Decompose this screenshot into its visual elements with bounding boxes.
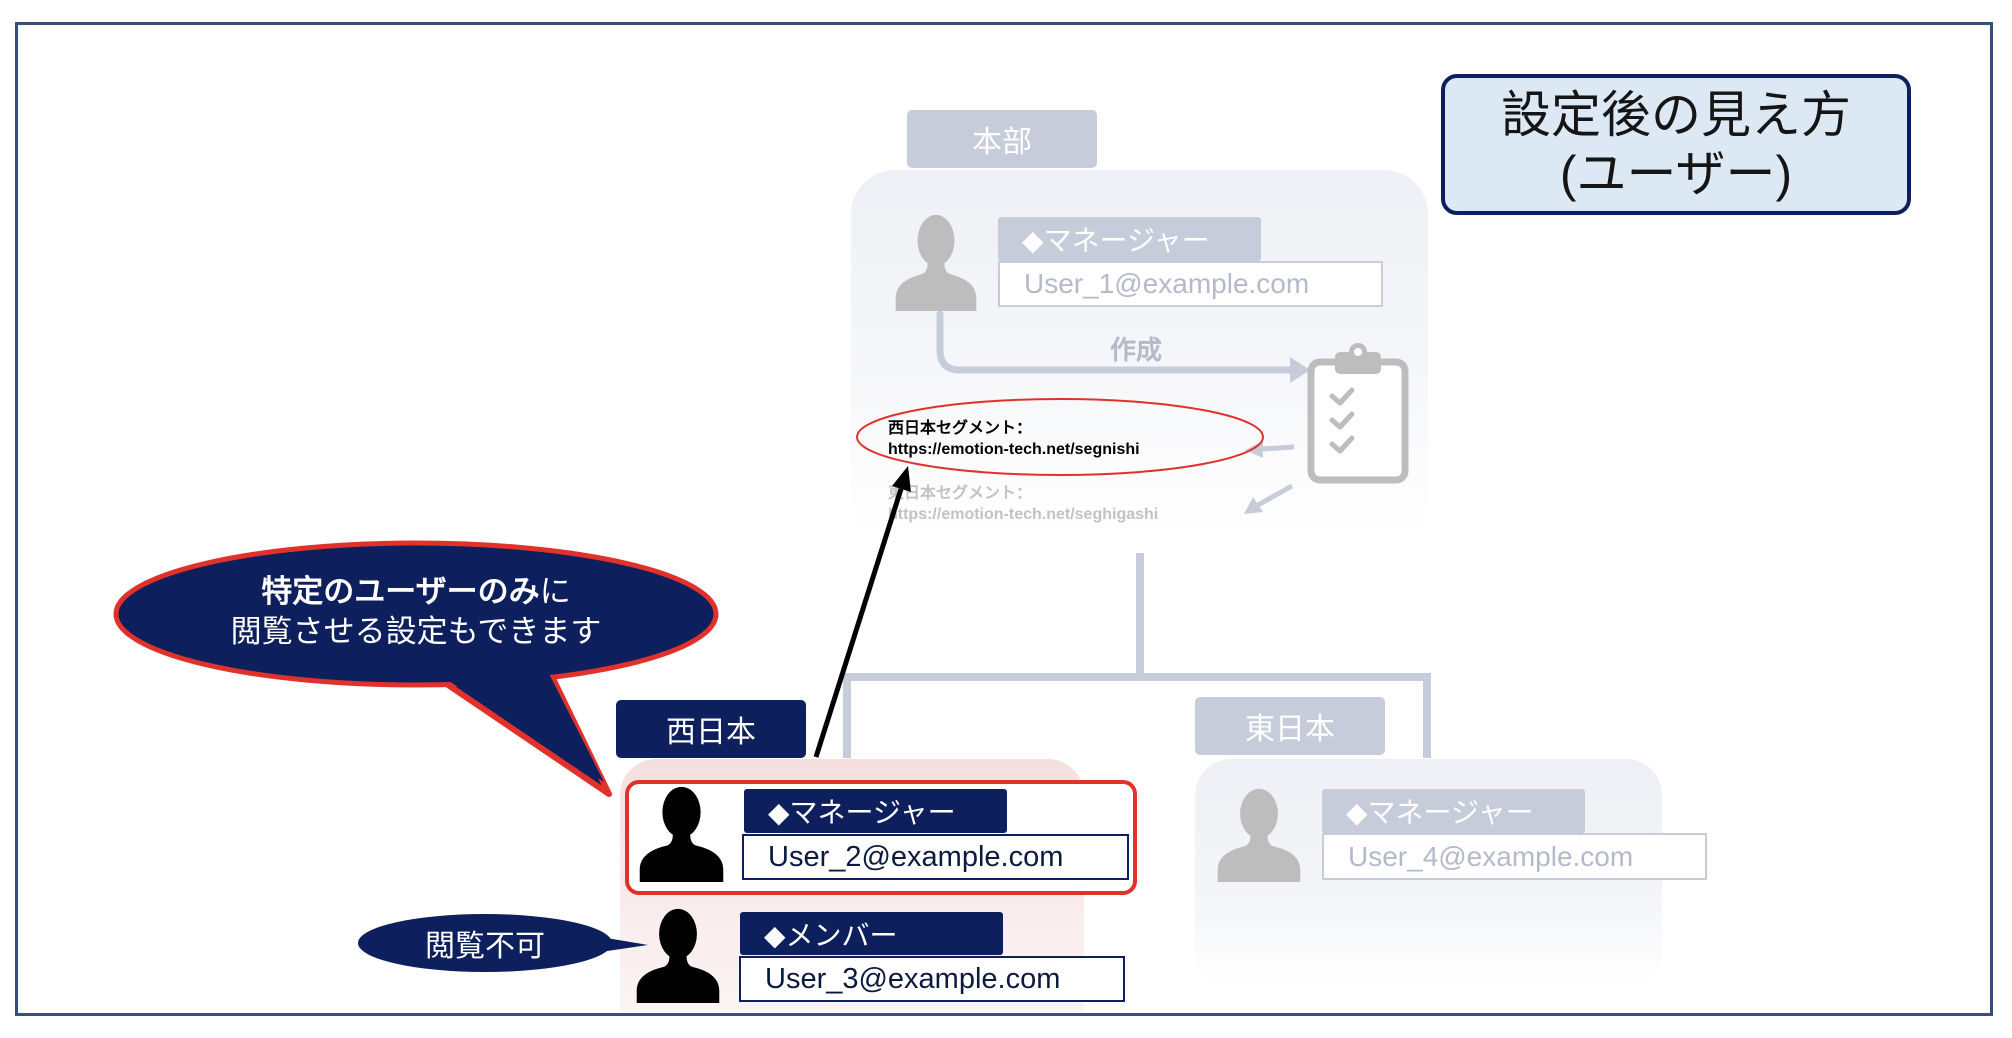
west-member-email: User_3@example.com <box>739 956 1125 1002</box>
visibility-callout-line-1: 特定のユーザーのみに <box>136 572 696 612</box>
person-icon <box>635 908 721 1003</box>
visibility-callout-text: 特定のユーザーのみに 閲覧させる設定もできます <box>136 572 696 652</box>
person-icon <box>1216 788 1302 882</box>
slide-frame <box>15 22 1993 1016</box>
segment-east-url: https://emotion-tech.net/seghigashi <box>888 506 1159 523</box>
east-manager-role: ◆マネージャー <box>1322 789 1585 833</box>
east-manager-email: User_4@example.com <box>1322 833 1707 880</box>
segment-east: 東日本セグメント： https://emotion-tech.net/seghi… <box>888 483 1158 525</box>
title-box: 設定後の見え方 (ユーザー) <box>1441 74 1911 215</box>
east-label: 東日本 <box>1195 697 1385 755</box>
person-icon <box>638 786 725 882</box>
person-icon <box>894 214 978 311</box>
west-label: 西日本 <box>616 700 806 758</box>
visibility-callout-line-2: 閲覧させる設定もできます <box>230 614 602 649</box>
title-line-1: 設定後の見え方 <box>1501 86 1851 143</box>
segment-east-name: 東日本セグメント： <box>888 485 1033 502</box>
west-manager-email: User_2@example.com <box>742 834 1129 880</box>
segment-west-name: 西日本セグメント： <box>888 420 1033 437</box>
title-line-2: (ユーザー) <box>1559 145 1793 202</box>
hq-manager-role: ◆マネージャー <box>998 217 1261 261</box>
segment-west: 西日本セグメント： https://emotion-tech.net/segni… <box>888 418 1140 460</box>
no-access-label: 閲覧不可 <box>425 930 545 963</box>
hq-manager-email: User_1@example.com <box>998 261 1383 307</box>
visibility-callout-particle: に <box>539 574 571 609</box>
west-manager-role: ◆マネージャー <box>744 789 1007 833</box>
create-label: 作成 <box>1109 335 1162 365</box>
west-member-role: ◆メンバー <box>740 912 1003 955</box>
hq-label: 本部 <box>907 110 1097 168</box>
visibility-callout-emphasis: 特定のユーザーのみ <box>261 574 540 609</box>
segment-west-url: https://emotion-tech.net/segnishi <box>888 441 1140 458</box>
